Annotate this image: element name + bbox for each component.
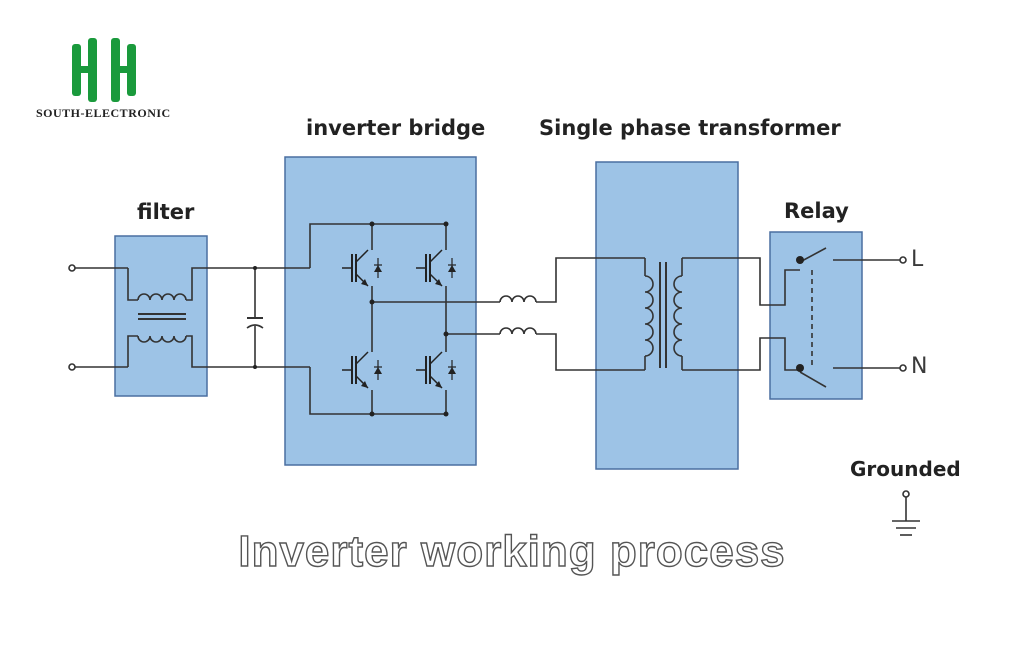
inverter-bridge-label: inverter bridge [306,116,486,140]
title-text: Inverter working process [238,527,785,576]
wiring [68,223,920,536]
page-title: Inverter working process [238,526,786,576]
relay-block [769,231,863,400]
inverter-bridge-block [284,156,477,466]
brand-name: SOUTH-ELECTRONIC [36,106,171,120]
filter-label: filter [137,200,195,224]
terminal-n-label: N [911,354,928,379]
transformer-label: Single phase transformer [539,116,841,140]
south-electronic-logo [72,38,136,102]
grounded-label: Grounded [850,457,961,481]
terminal-l-label: L [911,247,924,272]
filter-block [114,235,208,397]
relay-label: Relay [784,199,849,223]
